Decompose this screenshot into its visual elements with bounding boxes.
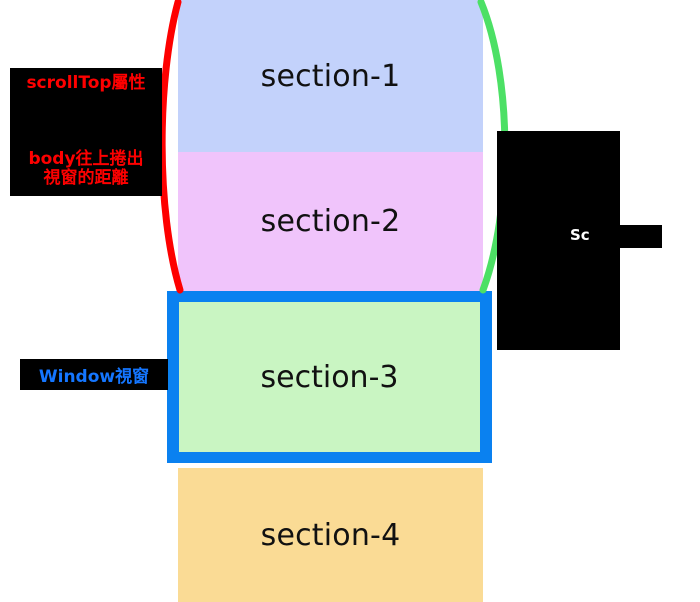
scrolltop-description: body往上捲出 視窗的距離 (28, 148, 144, 188)
scrolltop-annotation-box: scrollTop屬性 body往上捲出 視窗的距離 (10, 68, 162, 196)
section-3-label: section-3 (260, 359, 399, 395)
scrolltop-title-text: scrollTop屬性 (26, 73, 146, 93)
occluding-bar (592, 225, 662, 248)
section-2-label: section-2 (260, 204, 401, 239)
section-4-label: section-4 (260, 517, 401, 553)
section-block-3: section-3 (179, 302, 480, 452)
window-annotation-label: Window視窗 (38, 367, 150, 387)
section-1-label: section-1 (260, 58, 401, 94)
section-block-2: section-2 (178, 152, 483, 291)
section-block-1: section-1 (178, 0, 483, 152)
window-viewport-frame: section-3 (167, 291, 492, 463)
right-annotation-label: Sc (570, 226, 590, 244)
scrolltop-desc-line-2: 視窗的距離 (43, 167, 129, 188)
scrolltop-desc-line-1: body往上捲出 (28, 148, 144, 169)
section-block-4: section-4 (178, 468, 483, 602)
window-annotation-box: Window視窗 (20, 359, 168, 390)
